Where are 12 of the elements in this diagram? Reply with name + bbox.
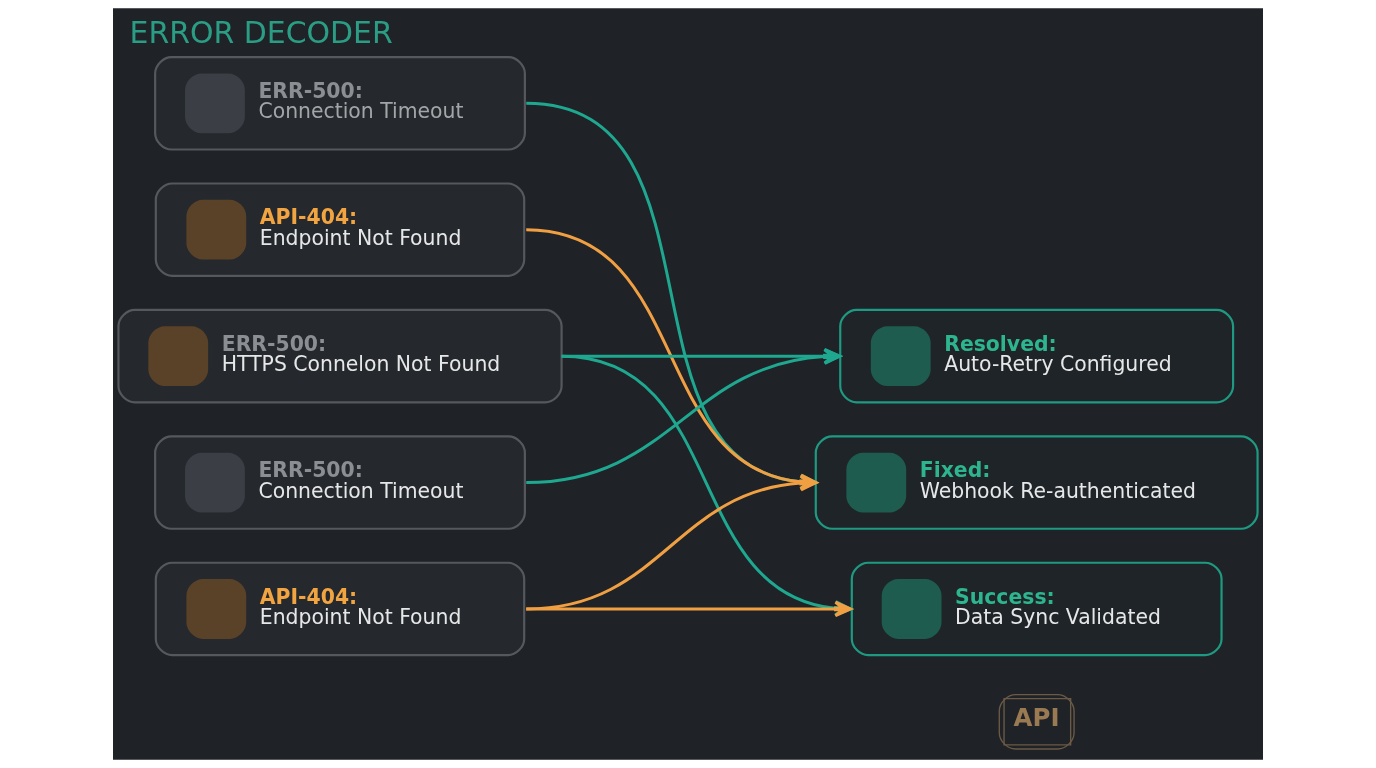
node-box: ERR-500: Connection Timeout xyxy=(154,56,526,151)
node-box: ERR-500: HTTPS Connelon Not Found xyxy=(117,308,563,404)
node-box: API-404: Endpoint Not Found xyxy=(154,182,526,277)
node-box: API-404: Endpoint Not Found xyxy=(154,561,526,657)
node-box: Fixed: Webhook Re-authenticated xyxy=(814,435,1259,530)
node-box: ERR-500: Connection Timeout xyxy=(154,435,526,530)
diagram-title: ERROR DECODER xyxy=(129,14,393,50)
node-box: Success: Data Sync Validated xyxy=(850,561,1223,657)
label: API xyxy=(1013,703,1060,733)
arrow xyxy=(526,228,818,491)
node-box: Resolved: Auto-Retry Configured xyxy=(839,308,1235,404)
arrow xyxy=(526,101,818,491)
